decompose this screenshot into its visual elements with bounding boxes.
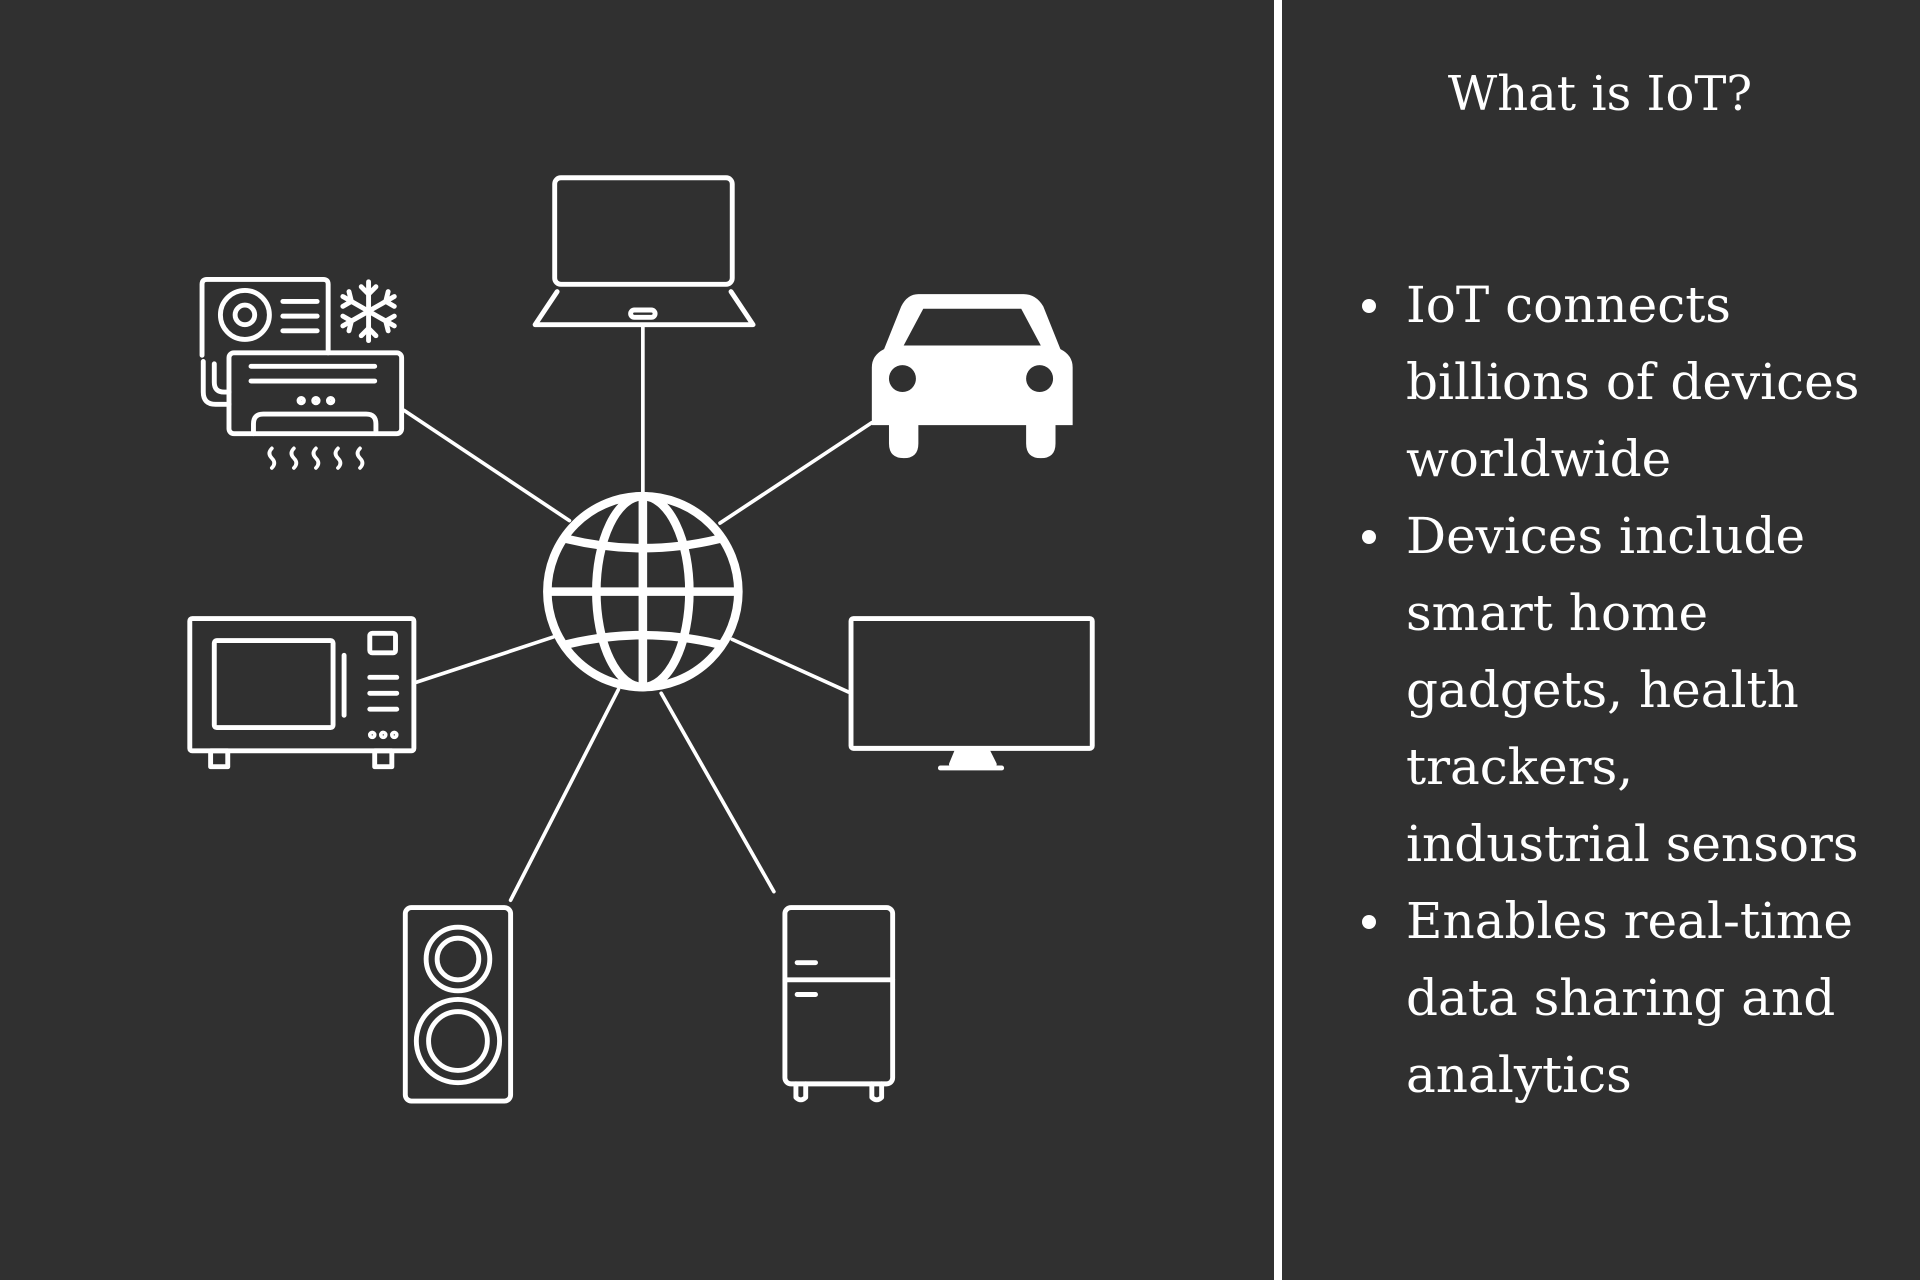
bullet-dot-icon: [1362, 915, 1376, 929]
bullet-line: billions of devices: [1406, 353, 1860, 411]
bullet-list: IoT connects billions of devices worldwi…: [1362, 267, 1859, 1114]
bullet-line: Enables real-time: [1406, 892, 1853, 950]
bullet-line: analytics: [1406, 1046, 1632, 1104]
bullet-dot-icon: [1362, 299, 1376, 313]
car-icon: [871, 294, 1073, 459]
fridge-icon: [782, 905, 896, 1103]
snowflake-icon: [340, 279, 397, 344]
bullet-line: data sharing and: [1406, 969, 1836, 1027]
panel-divider: [1274, 0, 1282, 1280]
bullet-item: Devices include smart home gadgets, heal…: [1362, 498, 1859, 883]
globe-icon: [543, 491, 743, 692]
bullet-line: Devices include: [1406, 507, 1806, 565]
microwave-icon: [187, 616, 417, 770]
bullet-line: smart home: [1406, 584, 1709, 642]
connection-lines: [402, 322, 874, 903]
panel-title: What is IoT?: [1447, 66, 1753, 122]
bullet-item: IoT connects billions of devices worldwi…: [1362, 267, 1859, 498]
air-conditioner-icon: [199, 276, 405, 470]
bullet-item: Enables real-time data sharing and analy…: [1362, 883, 1859, 1114]
bullet-line: trackers,: [1406, 738, 1634, 796]
tv-icon: [848, 616, 1095, 771]
bullet-dot-icon: [1362, 530, 1376, 544]
airflow-waves: [267, 446, 365, 470]
bullet-line: IoT connects: [1406, 276, 1731, 334]
bullet-line: industrial sensors: [1406, 815, 1859, 873]
speaker-icon: [402, 905, 514, 1104]
bullet-line: worldwide: [1406, 430, 1672, 488]
laptop-icon: [532, 175, 756, 328]
bullet-line: gadgets, health: [1406, 661, 1799, 719]
